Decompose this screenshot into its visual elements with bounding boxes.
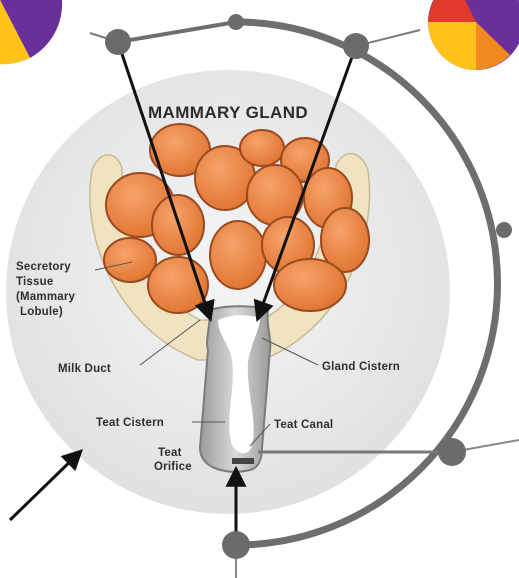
label-teat-orifice-1: Teat: [158, 447, 182, 459]
label-teat-cistern: Teat Cistern: [96, 417, 164, 429]
ring-node-top-left: [105, 29, 131, 55]
ring-node-top-right: [343, 33, 369, 59]
label-secretory-2: Tissue: [16, 276, 53, 288]
ring-node-right: [496, 222, 512, 238]
label-secretory-4: Lobule): [20, 306, 63, 318]
arrow-left: [10, 452, 80, 520]
ring-node-bottom-right: [438, 438, 466, 466]
label-milk-duct: Milk Duct: [58, 363, 111, 375]
pie-chart-right: [428, 0, 519, 70]
label-secretory-3: (Mammary: [16, 291, 76, 303]
ring-node-top: [228, 14, 244, 30]
label-teat-canal: Teat Canal: [274, 419, 333, 431]
label-secretory-1: Secretory: [16, 261, 71, 273]
ring-extension-top: [118, 22, 236, 42]
diagram-title: MAMMARY GLAND: [148, 103, 308, 122]
label-gland-cistern: Gland Cistern: [322, 361, 400, 373]
label-teat-orifice-2: Orifice: [154, 461, 192, 473]
ring-node-bottom: [222, 531, 250, 559]
teat-orifice: [232, 458, 254, 464]
pie-chart-left: [0, 0, 62, 64]
